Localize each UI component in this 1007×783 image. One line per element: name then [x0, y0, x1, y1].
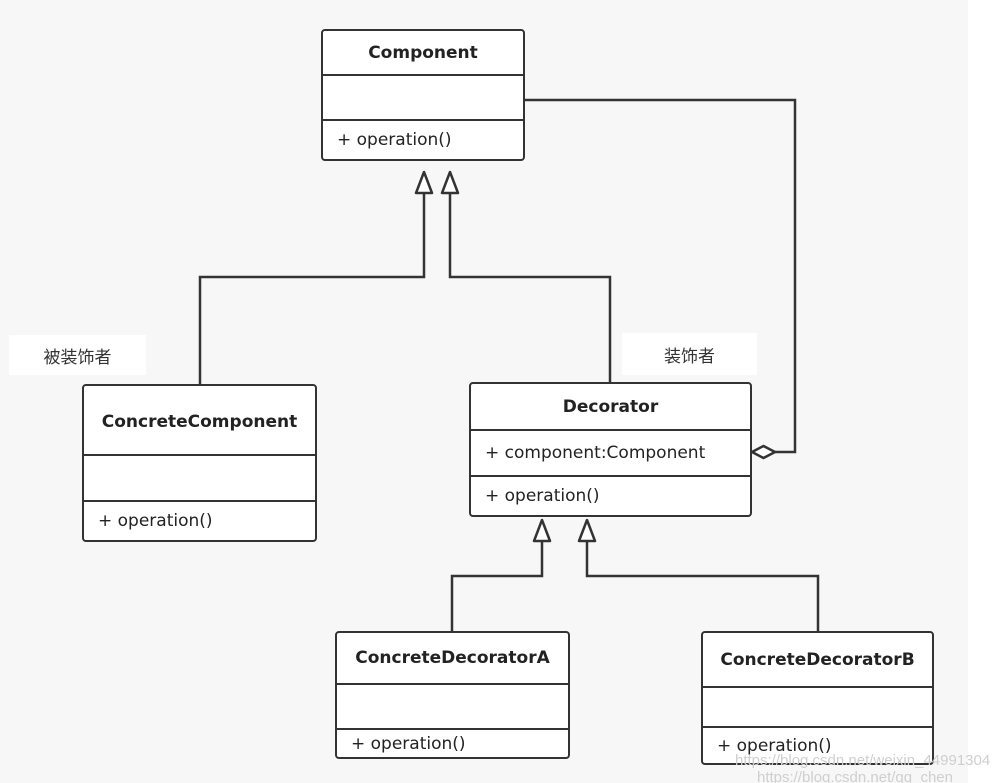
edge-concretedecoratorb-to-decorator	[585, 541, 820, 632]
class-attributes: + component:Component	[471, 429, 750, 475]
class-operations: + operation()	[84, 500, 315, 540]
class-operations: + operation()	[471, 475, 750, 515]
generalization-arrowhead	[532, 518, 552, 543]
class-name: ConcreteComponent	[101, 412, 298, 432]
class-name: Decorator	[562, 396, 659, 417]
class-name: ConcreteDecoratorA	[355, 648, 550, 668]
csdn-watermark: https://blog.csdn.net/weixin_44991304 ht…	[735, 752, 1003, 783]
edge-concretedecoratora-to-decorator	[450, 541, 544, 632]
watermark-line-2: https://blog.csdn.net/qq_chen	[757, 769, 953, 783]
class-attributes	[703, 686, 932, 726]
class-operations: + operation()	[703, 726, 932, 763]
generalization-arrowhead	[414, 170, 434, 195]
class-component[interactable]: Component + operation()	[321, 29, 525, 161]
generalization-arrowhead	[577, 518, 597, 543]
class-attributes	[84, 454, 315, 500]
aggregation-diamond	[750, 444, 777, 460]
class-name: ConcreteDecoratorB	[720, 649, 915, 670]
generalization-arrowhead	[440, 170, 460, 195]
class-concrete-component[interactable]: ConcreteComponent + operation()	[82, 384, 317, 542]
class-decorator[interactable]: Decorator + component:Component + operat…	[469, 382, 752, 517]
edge-aggregation-component-decorator	[525, 98, 797, 454]
edge-concretecomponent-to-component	[198, 193, 426, 385]
class-name: Component	[368, 42, 478, 63]
class-concrete-decorator-b[interactable]: ConcreteDecoratorB + operation()	[701, 631, 934, 765]
label-decorator: 装饰者	[622, 333, 757, 375]
class-attributes	[323, 74, 523, 119]
label-decorated: 被装饰者	[9, 335, 146, 375]
edge-decorator-to-component	[448, 193, 612, 383]
watermark-line-1: https://blog.csdn.net/weixin_44991304	[735, 752, 991, 769]
class-attributes	[337, 683, 568, 728]
class-operations: + operation()	[323, 119, 523, 159]
class-concrete-decorator-a[interactable]: ConcreteDecoratorA + operation()	[335, 631, 570, 759]
class-operations: + operation()	[337, 728, 568, 757]
